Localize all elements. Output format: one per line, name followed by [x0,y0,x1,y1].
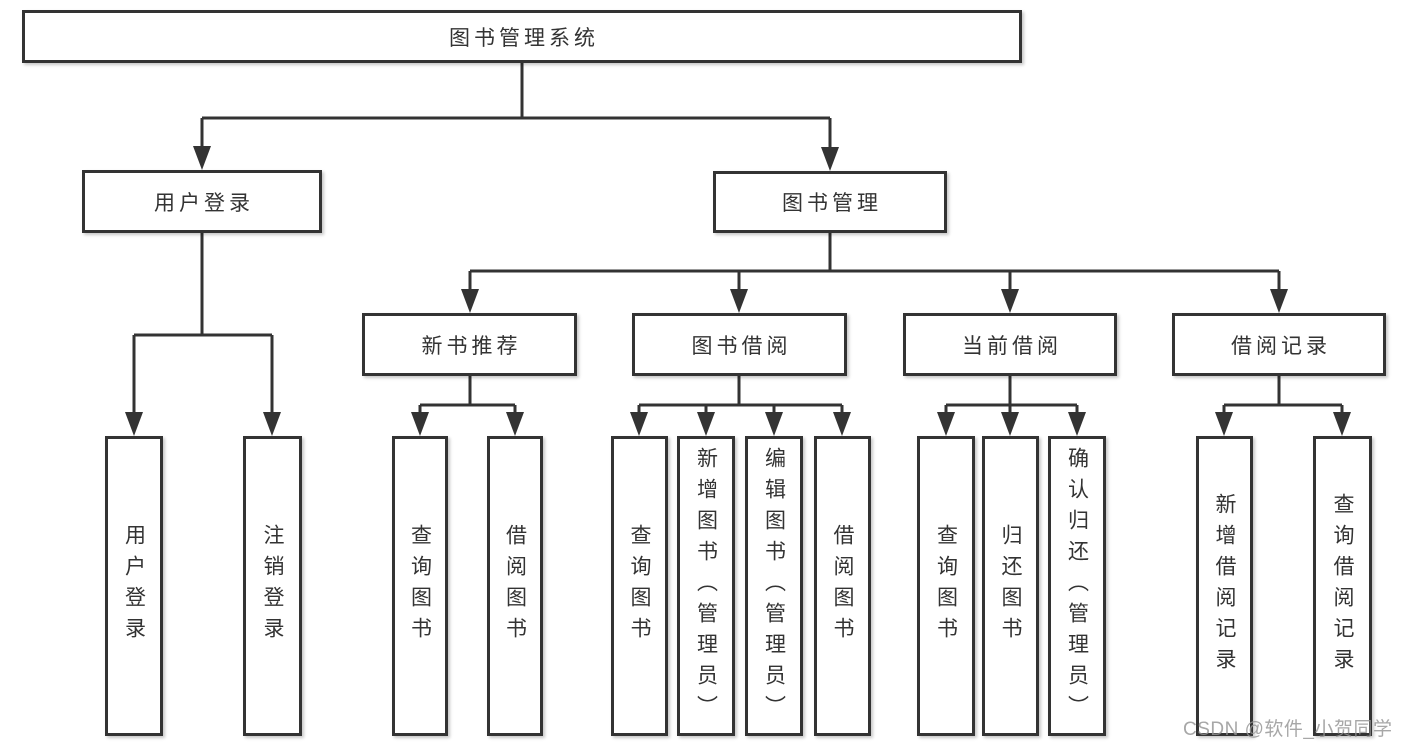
node-user-login: 用户登录 [82,170,322,233]
node-leaf-query-borrow-record: 查询借阅记录 [1313,436,1372,736]
node-label: 借阅图书 [503,524,527,648]
node-label: 图书借阅 [691,334,792,358]
node-label: 新书推荐 [421,334,522,358]
node-label: 图书管理系统 [449,26,599,50]
node-label: 查询图书 [628,524,651,648]
node-leaf-logout: 注销登录 [243,436,302,736]
node-label: 归还图书 [999,524,1022,648]
node-label: 编辑图书（管理员） [762,446,786,726]
node-new-book-recommendation: 新书推荐 [362,313,577,376]
node-leaf-borrow-books-recommend: 借阅图书 [487,436,543,736]
node-current-borrowing: 当前借阅 [903,313,1117,376]
node-leaf-return-book: 归还图书 [982,436,1039,736]
node-leaf-query-books-current: 查询图书 [917,436,975,736]
node-label: 新增图书（管理员） [694,446,718,726]
node-leaf-add-book-admin: 新增图书（管理员） [677,436,735,736]
node-label: 用户登录 [154,191,254,215]
node-book-borrowing: 图书借阅 [632,313,847,376]
node-leaf-query-books-recommend: 查询图书 [392,436,448,736]
node-label: 借阅记录 [1231,334,1331,358]
node-label: 确认归还（管理员） [1065,446,1089,726]
node-library-management-system: 图书管理系统 [22,10,1022,63]
node-label: 用户登录 [122,524,146,648]
node-label: 注销登录 [261,524,284,648]
node-label: 图书管理 [782,192,882,215]
node-label: 借阅图书 [831,524,854,648]
node-leaf-user-login: 用户登录 [105,436,163,736]
node-leaf-add-borrow-record: 新增借阅记录 [1196,436,1253,736]
node-leaf-borrow-books-borrowing: 借阅图书 [814,436,871,736]
node-book-management: 图书管理 [713,171,947,233]
arrowheads [125,146,1351,436]
node-label: 当前借阅 [962,334,1062,358]
watermark-text: CSDN @软件_小贺同学 [1183,719,1393,740]
node-leaf-edit-book-admin: 编辑图书（管理员） [745,436,803,736]
node-label: 查询借阅记录 [1331,493,1354,679]
node-borrowing-records: 借阅记录 [1172,313,1386,376]
node-label: 查询图书 [408,524,432,648]
node-leaf-confirm-return-admin: 确认归还（管理员） [1048,436,1106,736]
node-label: 查询图书 [934,524,958,648]
node-label: 新增借阅记录 [1213,493,1236,679]
node-leaf-query-books-borrowing: 查询图书 [611,436,668,736]
